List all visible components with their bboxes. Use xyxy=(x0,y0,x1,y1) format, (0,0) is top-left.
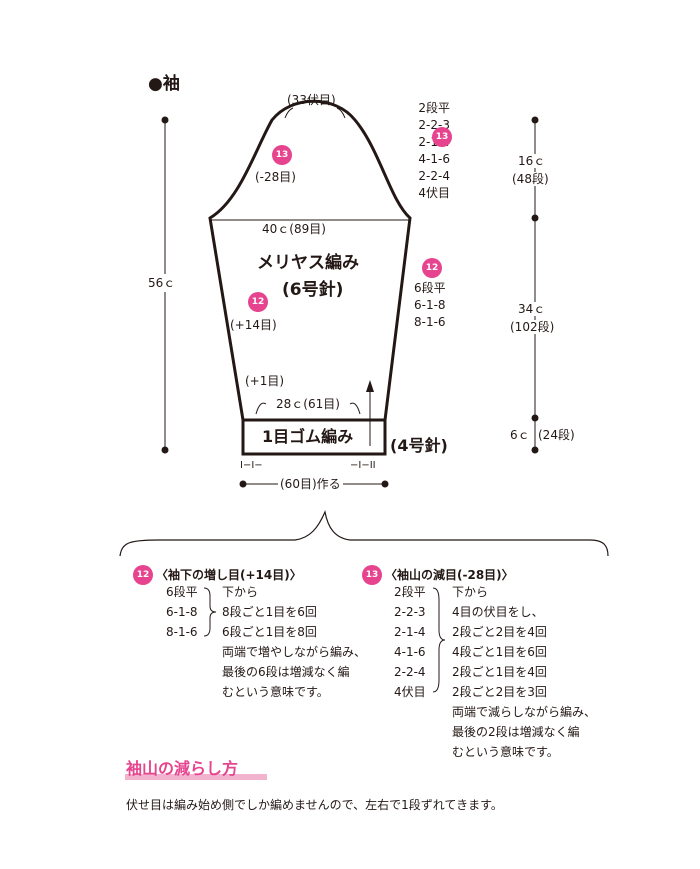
increase-count: (+14目) xyxy=(230,318,277,332)
rib-needle-size: (4号針) xyxy=(390,436,448,455)
section-heading: 袖山の減らし方 xyxy=(126,759,239,778)
sleeve-outline xyxy=(208,99,412,422)
inc-note-description: 下から 8段ごと1目を6回 6段ごと1目を8回 両端で増やしながら編み、 最後の… xyxy=(222,585,367,699)
ribbing-name: 1目ゴム編み xyxy=(262,427,354,446)
increase-badge-right: 12 xyxy=(422,258,442,278)
plus-one-label: (+1目) xyxy=(245,374,285,388)
arrow-head xyxy=(366,380,374,392)
cap-rows-label: (48段) xyxy=(512,172,549,186)
dec-note-rule: 2段平 2-2-3 2-1-4 4-1-6 2-2-4 4伏目 xyxy=(394,585,426,699)
inc-note-title: 〈袖下の増し目(+14目)〉 xyxy=(156,568,302,582)
dec-note-title: 〈袖山の減目(-28目)〉 xyxy=(385,568,514,582)
rib-left-mark: I−I− xyxy=(240,460,263,471)
top-stitch-count: (33伏目) xyxy=(287,93,336,107)
cast-on-label: (60目)作る xyxy=(278,477,343,491)
inc-note-badge: 12 xyxy=(133,565,153,585)
main-needle-size: (6号針) xyxy=(282,280,344,300)
heading-underline xyxy=(125,774,267,780)
increase-rule: 6段平 6-1-8 8-1-6 xyxy=(414,281,446,329)
dec-note-description: 下から 4目の伏目をし、 2段ごと2目を4回 4段ごと1目を6回 2段ごと1目を… xyxy=(452,585,597,759)
inc-note-rule: 6段平 6-1-8 8-1-6 xyxy=(166,585,198,639)
rib-right-mark: −I−II xyxy=(350,460,376,471)
ribbing-box xyxy=(241,418,387,456)
rib-rows-label: (24段) xyxy=(538,428,575,442)
page-title: ●袖 xyxy=(148,74,180,94)
cap-decrease-rule: 2段平 2-2-3 2-1-4 4-1-6 2-2-4 4伏目 xyxy=(418,101,450,200)
upper-width-label: 40ｃ(89目) xyxy=(262,222,326,236)
cap-height-label: 16ｃ xyxy=(518,154,546,168)
cap-step-badge: 13 xyxy=(432,127,452,147)
total-length-label: 56ｃ xyxy=(148,274,176,292)
body-height-label: 34ｃ xyxy=(518,302,546,316)
dec-rule-brace xyxy=(432,587,446,693)
lower-width-bracket xyxy=(255,402,361,415)
rib-height-label: 6ｃ xyxy=(510,428,530,442)
body-rows-label: (102段) xyxy=(510,320,555,334)
section-body: 伏せ目は編み始め側でしか編めませんので、左右で1段ずれてきます。 xyxy=(126,798,503,812)
lower-width-label: 28ｃ(61目) xyxy=(276,397,340,411)
callout-brace xyxy=(119,509,609,557)
top-count-bracket xyxy=(284,107,346,119)
cap-left-badge: 13 xyxy=(272,145,292,165)
increase-badge-left: 12 xyxy=(248,292,268,312)
dec-note-badge: 13 xyxy=(362,565,382,585)
stitch-pattern-name: メリヤス編み xyxy=(257,253,359,273)
cap-decrease-count: (-28目) xyxy=(255,170,296,184)
inc-rule-brace xyxy=(203,587,217,637)
